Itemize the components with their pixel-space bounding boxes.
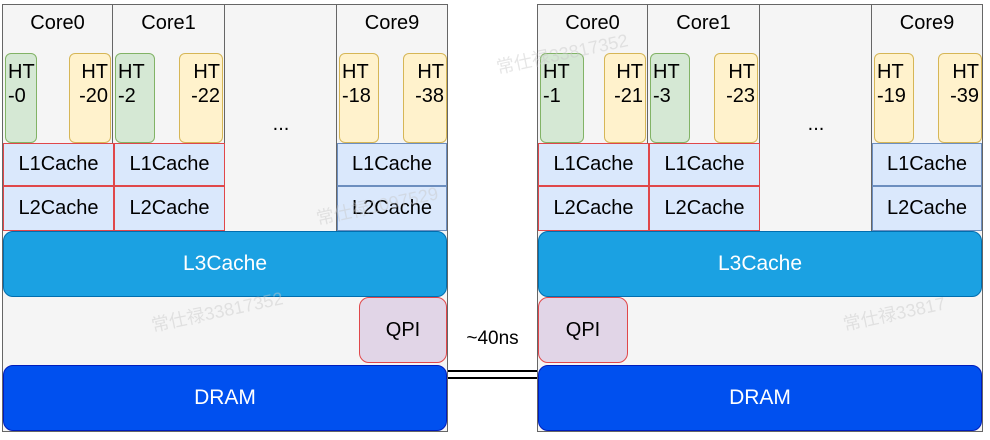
core-ellipsis: ... — [760, 5, 872, 231]
core-1: Core1 HT-2 HT-22 — [113, 5, 225, 231]
hyperthread: HT-0 — [5, 53, 37, 143]
more-cores-ellipsis: ... — [807, 113, 825, 135]
l1-cache: L1Cache — [114, 143, 225, 186]
l1-cache: L1Cache — [538, 143, 649, 186]
dram-memory: DRAM — [538, 365, 982, 431]
l1-cache: L1Cache — [649, 143, 760, 186]
hyperthread: HT-2 — [115, 53, 155, 143]
more-cores-ellipsis: ... — [272, 113, 290, 135]
core-1: Core1 HT-3 HT-23 — [648, 5, 760, 231]
l1-cache: L1Cache — [3, 143, 114, 186]
core-ellipsis: ... — [225, 5, 337, 231]
hyperthread: HT-23 — [714, 53, 758, 143]
l2-cache: L2Cache — [114, 186, 225, 231]
l2-cache: L2Cache — [872, 186, 982, 231]
cpu-socket-left: Core0 HT-0 HT-20 Core1 HT-2 HT-22 ... Co… — [2, 4, 448, 432]
core-9: Core9 HT-19 HT-39 — [872, 5, 982, 231]
hyperthread: HT-19 — [874, 53, 914, 143]
hyperthread: HT-22 — [179, 53, 223, 143]
l2-cache: L2Cache — [538, 186, 649, 231]
core-9: Core9 HT-18 HT-38 — [337, 5, 447, 231]
hyperthread: HT-38 — [403, 53, 447, 143]
l3-cache: L3Cache — [3, 231, 447, 297]
hyperthread: HT-1 — [540, 53, 584, 143]
socket-link-line — [448, 377, 537, 379]
qpi-interconnect: QPI — [359, 297, 447, 363]
l2-cache: L2Cache — [3, 186, 114, 231]
cpu-socket-right: Core0 HT-1 HT-21 Core1 HT-3 HT-23 ... Co… — [537, 4, 983, 432]
core-label: Core9 — [364, 12, 420, 34]
core-label: Core0 — [565, 12, 620, 34]
socket-link-line — [448, 370, 537, 372]
hyperthread: HT-18 — [339, 53, 379, 143]
l2-cache: L2Cache — [337, 186, 447, 231]
dram-memory: DRAM — [3, 365, 447, 431]
core-label: Core9 — [899, 12, 955, 34]
hyperthread: HT-39 — [938, 53, 982, 143]
core-label: Core1 — [676, 12, 731, 34]
l3-cache: L3Cache — [538, 231, 982, 297]
hyperthread: HT-3 — [650, 53, 690, 143]
core-label: Core1 — [141, 12, 196, 34]
core-0: Core0 HT-0 HT-20 — [3, 5, 113, 231]
hyperthread: HT-20 — [69, 53, 111, 143]
latency-label: ~40ns — [466, 328, 519, 349]
l2-cache: L2Cache — [649, 186, 760, 231]
hyperthread: HT-21 — [604, 53, 646, 143]
core-label: Core0 — [30, 12, 85, 34]
l1-cache: L1Cache — [337, 143, 447, 186]
qpi-interconnect: QPI — [538, 297, 628, 363]
l1-cache: L1Cache — [872, 143, 982, 186]
core-0: Core0 HT-1 HT-21 — [538, 5, 648, 231]
